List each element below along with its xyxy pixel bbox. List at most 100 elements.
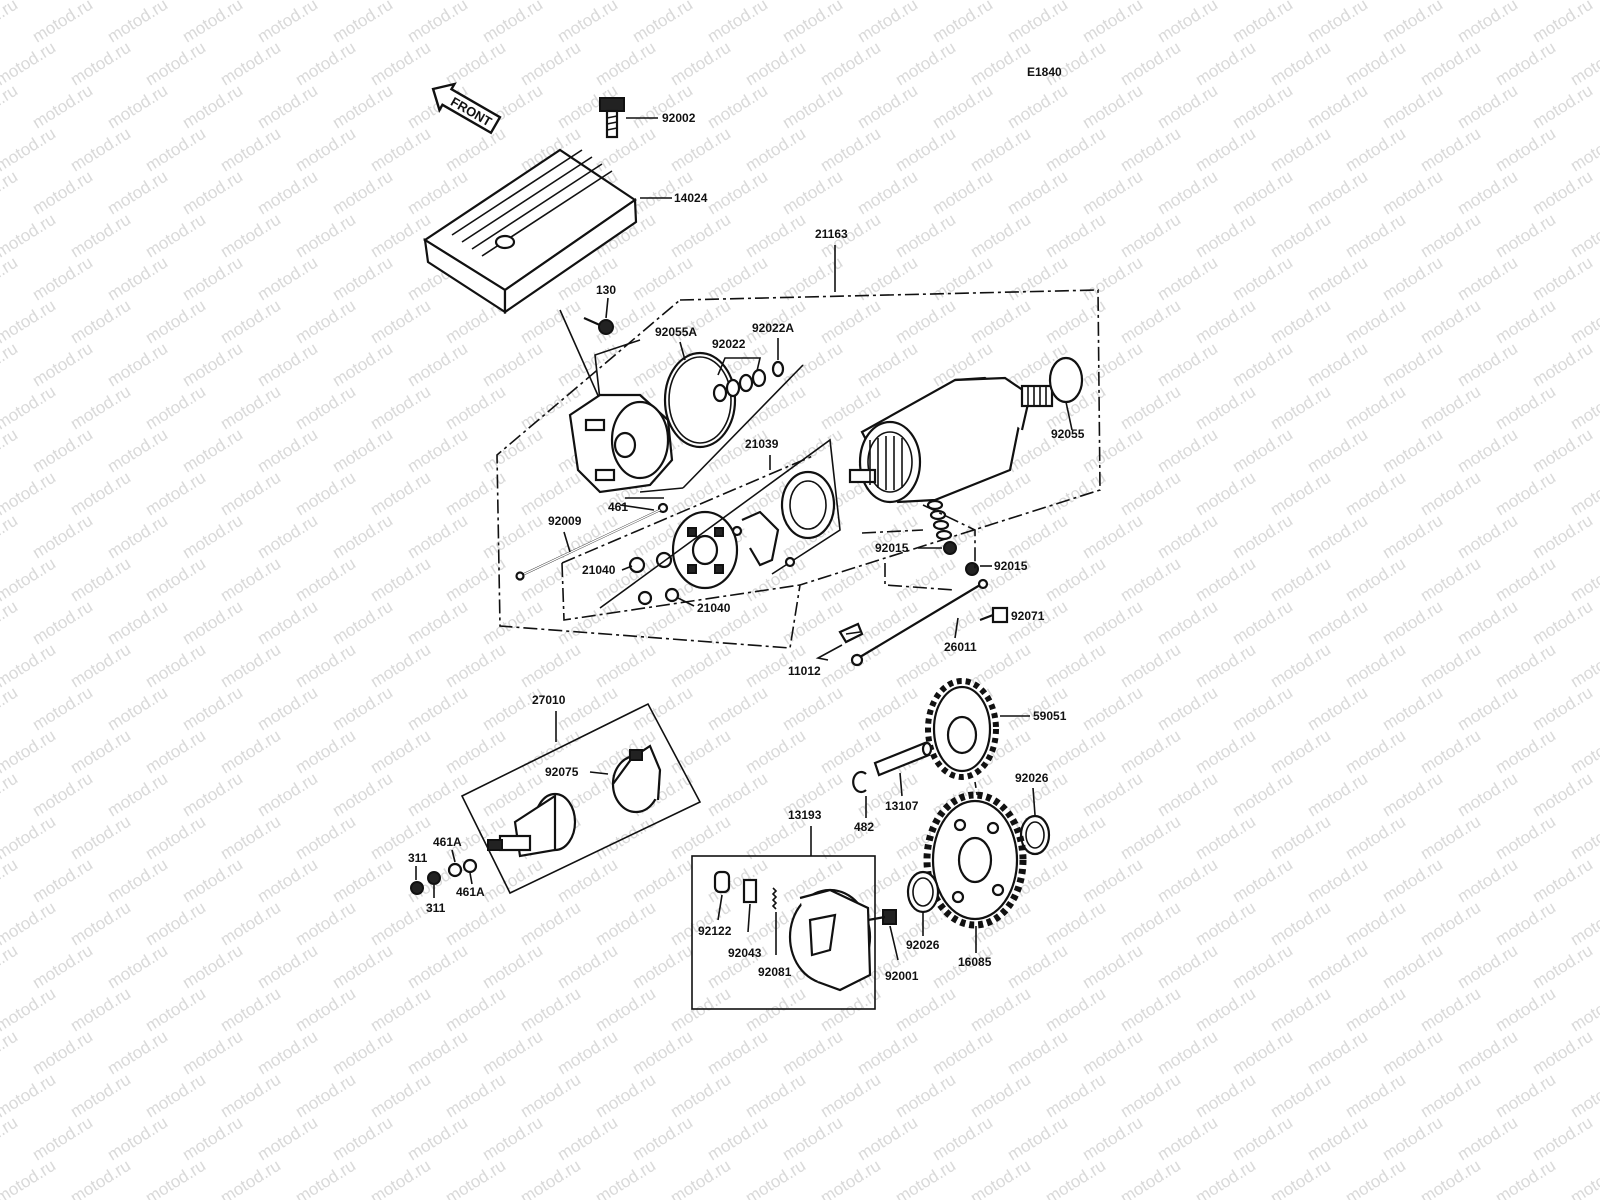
watermark-text: motod.ru (1042, 468, 1109, 520)
watermark-text: motod.ru (292, 554, 359, 606)
watermark-text: motod.ru (517, 898, 584, 950)
watermark-text: motod.ru (29, 253, 96, 305)
watermark-text: motod.ru (442, 898, 509, 950)
watermark-text: motod.ru (592, 898, 659, 950)
watermark-text: motod.ru (1079, 253, 1146, 305)
watermark-text: motod.ru (1042, 124, 1109, 176)
watermark-text: motod.ru (142, 726, 209, 778)
label-461A-a: 461A (433, 835, 462, 849)
watermark-text: motod.ru (1004, 253, 1071, 305)
watermark-text: motod.ru (1342, 210, 1409, 262)
watermark-text: motod.ru (1304, 253, 1371, 305)
watermark-text: motod.ru (1379, 425, 1446, 477)
watermark-text: motod.ru (0, 597, 21, 649)
watermark-text: motod.ru (517, 640, 584, 692)
watermark-text: motod.ru (179, 511, 246, 563)
watermark-text: motod.ru (329, 1027, 396, 1079)
label-21040-b: 21040 (697, 601, 731, 615)
watermark-text: motod.ru (1417, 812, 1484, 864)
watermark-text: motod.ru (104, 81, 171, 133)
label-92055: 92055 (1051, 427, 1085, 441)
watermark-text: motod.ru (1529, 167, 1596, 219)
watermark-text: motod.ru (29, 1113, 96, 1165)
watermark-text: motod.ru (1229, 855, 1296, 907)
watermark-text: motod.ru (779, 1113, 846, 1165)
washers-92022 (712, 360, 785, 403)
watermark-text: motod.ru (1079, 597, 1146, 649)
watermark-text: motod.ru (404, 425, 471, 477)
idler-gear-59051 (925, 678, 999, 780)
watermark-text: motod.ru (967, 1070, 1034, 1122)
watermark-text: motod.ru (179, 597, 246, 649)
watermark-text: motod.ru (1529, 683, 1596, 735)
watermark-text: motod.ru (179, 1027, 246, 1079)
watermark-text: motod.ru (1042, 1070, 1109, 1122)
watermark-text: motod.ru (742, 726, 809, 778)
label-16085: 16085 (958, 955, 992, 969)
watermark-text: motod.ru (1042, 984, 1109, 1036)
watermark-text: motod.ru (1154, 81, 1221, 133)
solenoid-body (487, 792, 577, 858)
watermark-text: motod.ru (667, 38, 734, 90)
watermark-text: motod.ru (1417, 726, 1484, 778)
watermark-text: motod.ru (1117, 38, 1184, 90)
bolt-92002 (599, 97, 625, 139)
watermark-text: motod.ru (104, 339, 171, 391)
watermark-text: motod.ru (929, 0, 996, 46)
watermark-text: motod.ru (554, 597, 621, 649)
watermark-text: motod.ru (967, 124, 1034, 176)
watermark-text: motod.ru (217, 38, 284, 90)
watermark-text: motod.ru (1304, 683, 1371, 735)
watermark-text: motod.ru (329, 81, 396, 133)
watermark-text: motod.ru (929, 1027, 996, 1079)
watermark-text: motod.ru (517, 1070, 584, 1122)
watermark-text: motod.ru (1492, 1070, 1559, 1122)
watermark-text: motod.ru (1267, 124, 1334, 176)
watermark-text: motod.ru (554, 1027, 621, 1079)
watermark-text: motod.ru (329, 511, 396, 563)
watermark-text: motod.ru (1304, 769, 1371, 821)
watermark-text: motod.ru (479, 941, 546, 993)
label-482: 482 (854, 820, 874, 834)
watermark-text: motod.ru (142, 554, 209, 606)
watermark-text: motod.ru (1004, 1027, 1071, 1079)
watermark-text: motod.ru (1529, 1027, 1596, 1079)
watermark-text: motod.ru (479, 339, 546, 391)
watermark-text: motod.ru (367, 726, 434, 778)
watermark-text: motod.ru (1529, 81, 1596, 133)
label-461A-b: 461A (456, 885, 485, 899)
watermark-text: motod.ru (854, 0, 921, 46)
label-21163: 21163 (815, 227, 848, 241)
watermark-text: motod.ru (1192, 812, 1259, 864)
watermark-text: motod.ru (1379, 769, 1446, 821)
watermark-text: motod.ru (1454, 425, 1521, 477)
watermark-text: motod.ru (1379, 253, 1446, 305)
watermark-text: motod.ru (1229, 167, 1296, 219)
watermark-text: motod.ru (217, 640, 284, 692)
label-92055A: 92055A (655, 325, 697, 339)
watermark-text: motod.ru (29, 769, 96, 821)
watermark-text: motod.ru (217, 468, 284, 520)
watermark-text: motod.ru (254, 769, 321, 821)
watermark-text: motod.ru (1304, 511, 1371, 563)
watermark-text: motod.ru (817, 1070, 884, 1122)
watermark-text: motod.ru (367, 210, 434, 262)
watermark-text: motod.ru (817, 124, 884, 176)
watermark-text: motod.ru (554, 0, 621, 46)
watermark-text: motod.ru (1117, 554, 1184, 606)
watermark-text: motod.ru (67, 640, 134, 692)
watermark-text: motod.ru (929, 167, 996, 219)
watermark-text: motod.ru (142, 984, 209, 1036)
watermark-text: motod.ru (67, 898, 134, 950)
watermark-text: motod.ru (1267, 1070, 1334, 1122)
watermark-text: motod.ru (667, 640, 734, 692)
watermark-text: motod.ru (29, 855, 96, 907)
label-11012: 11012 (788, 664, 821, 678)
watermark-text: motod.ru (1117, 382, 1184, 434)
watermark-text: motod.ru (1229, 511, 1296, 563)
watermark-text: motod.ru (1267, 726, 1334, 778)
watermark-text: motod.ru (142, 640, 209, 692)
watermark-text: motod.ru (1492, 554, 1559, 606)
watermark-text: motod.ru (0, 81, 21, 133)
watermark-text: motod.ru (404, 769, 471, 821)
